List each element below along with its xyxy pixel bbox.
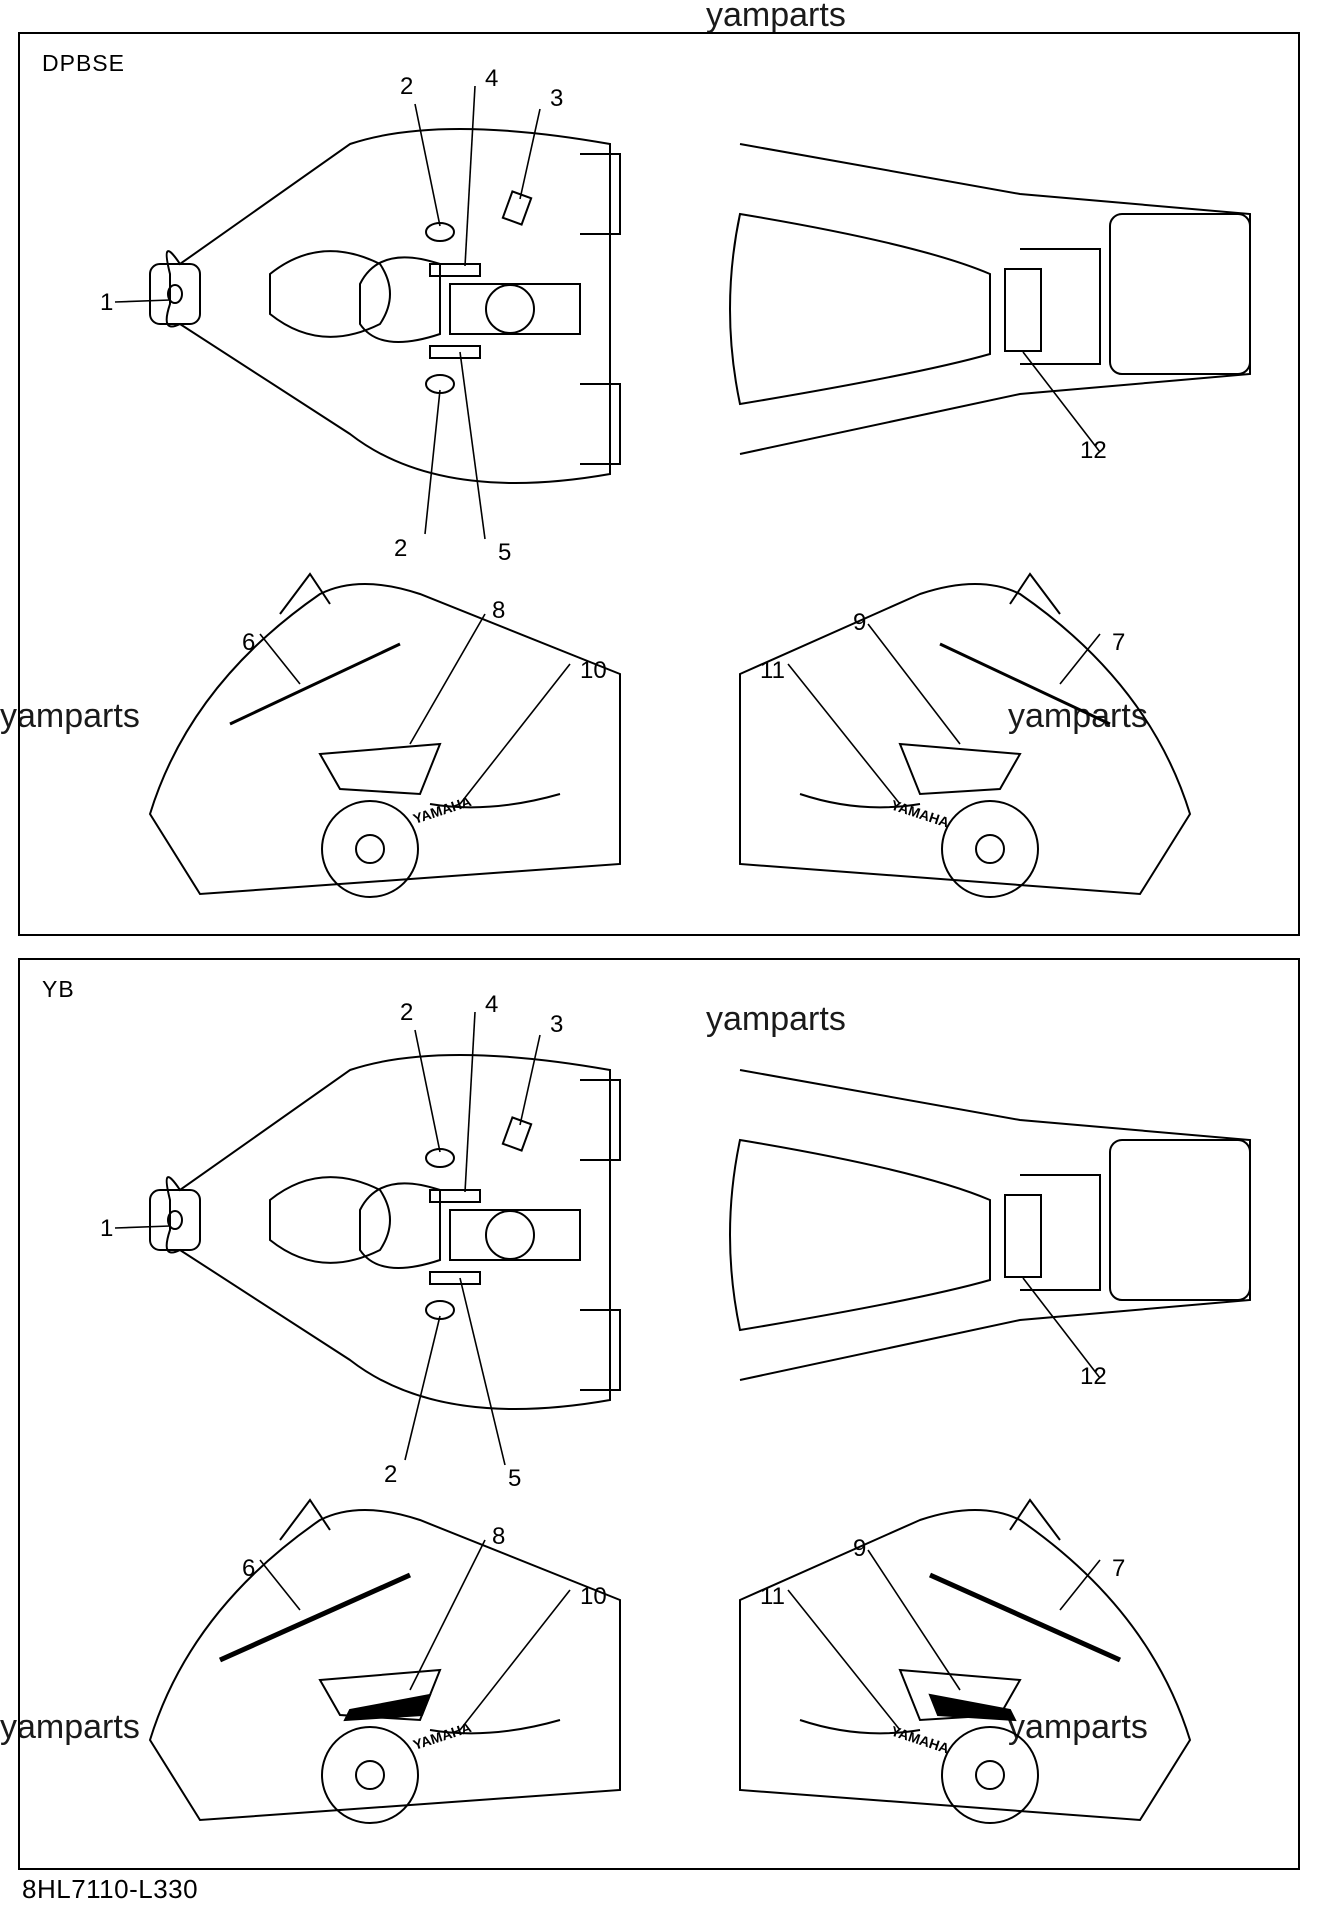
- port-side-view: [148, 1498, 621, 1824]
- panel-label: YB: [42, 976, 75, 1002]
- small-label: [501, 190, 533, 226]
- callout-10: 10: [580, 1583, 607, 1610]
- decal-diagram-yb: 1 2 2 3 4 5 6 7 8 9 10 11 12 YAMAHA YAMA…: [100, 991, 1251, 1824]
- callout-4: 4: [485, 991, 498, 1018]
- callout-11: 11: [760, 1583, 785, 1610]
- side-panel-decal: [318, 742, 442, 796]
- callout-6: 6: [242, 1555, 255, 1582]
- callout-1: 1: [100, 1215, 113, 1242]
- watermark-bottom-right: yamparts: [1008, 1708, 1148, 1746]
- side-panel-decal-right: [898, 742, 1022, 796]
- watermark-top: yamparts: [706, 0, 846, 34]
- stern-top-view: [729, 1069, 1251, 1381]
- port-side-view: [148, 572, 621, 898]
- callout-7: 7: [1112, 1555, 1125, 1582]
- callout-9: 9: [853, 1535, 866, 1562]
- callout-8: 8: [492, 597, 505, 624]
- callout-5: 5: [498, 539, 511, 566]
- small-label: [501, 1116, 533, 1152]
- callout-5: 5: [508, 1465, 521, 1492]
- brand-text-left: YAMAHA: [411, 793, 473, 827]
- watermark-mid: yamparts: [706, 1000, 846, 1038]
- panel-dpbse: DPBSE: [18, 32, 1300, 936]
- rear-label: [1004, 1194, 1042, 1278]
- decal-diagram-dpbse: 1 2 2 3 4 5 6 7 8 9 10 11 12 YAMAHA YAMA…: [100, 65, 1251, 898]
- callout-2a: 2: [400, 73, 413, 100]
- callout-2b: 2: [384, 1461, 397, 1488]
- side-panel-decal: [318, 1668, 442, 1722]
- bow-top-view: [149, 1054, 621, 1410]
- callout-7: 7: [1112, 629, 1125, 656]
- brand-text-left: YAMAHA: [411, 1719, 473, 1753]
- diagram-code: 8HL7110-L330: [22, 1874, 199, 1904]
- callout-12: 12: [1080, 1363, 1107, 1390]
- stern-top-view: [729, 143, 1251, 455]
- rear-label: [1004, 268, 1042, 352]
- callout-12: 12: [1080, 437, 1107, 464]
- callout-6: 6: [242, 629, 255, 656]
- callout-9: 9: [853, 609, 866, 636]
- starboard-side-view: [739, 572, 1192, 898]
- callout-11: 11: [760, 657, 785, 684]
- starboard-side-view: [739, 1498, 1192, 1824]
- callout-10: 10: [580, 657, 607, 684]
- callout-8: 8: [492, 1523, 505, 1550]
- callout-3: 3: [550, 1011, 563, 1038]
- callout-4: 4: [485, 65, 498, 92]
- panel-label: DPBSE: [42, 50, 125, 76]
- callout-3: 3: [550, 85, 563, 112]
- panel-yb: YB: [18, 958, 1300, 1870]
- brand-text-right: YAMAHA: [889, 797, 951, 831]
- watermark-top-right: yamparts: [1008, 697, 1148, 735]
- watermark-bottom-left: yamparts: [0, 1708, 140, 1746]
- callout-2b: 2: [394, 535, 407, 562]
- side-panel-decal-right: [898, 1668, 1022, 1722]
- watermark-top-left: yamparts: [0, 697, 140, 735]
- bow-top-view: [149, 128, 621, 484]
- callout-1: 1: [100, 289, 113, 316]
- callout-2a: 2: [400, 999, 413, 1026]
- brand-text-right: YAMAHA: [889, 1723, 951, 1757]
